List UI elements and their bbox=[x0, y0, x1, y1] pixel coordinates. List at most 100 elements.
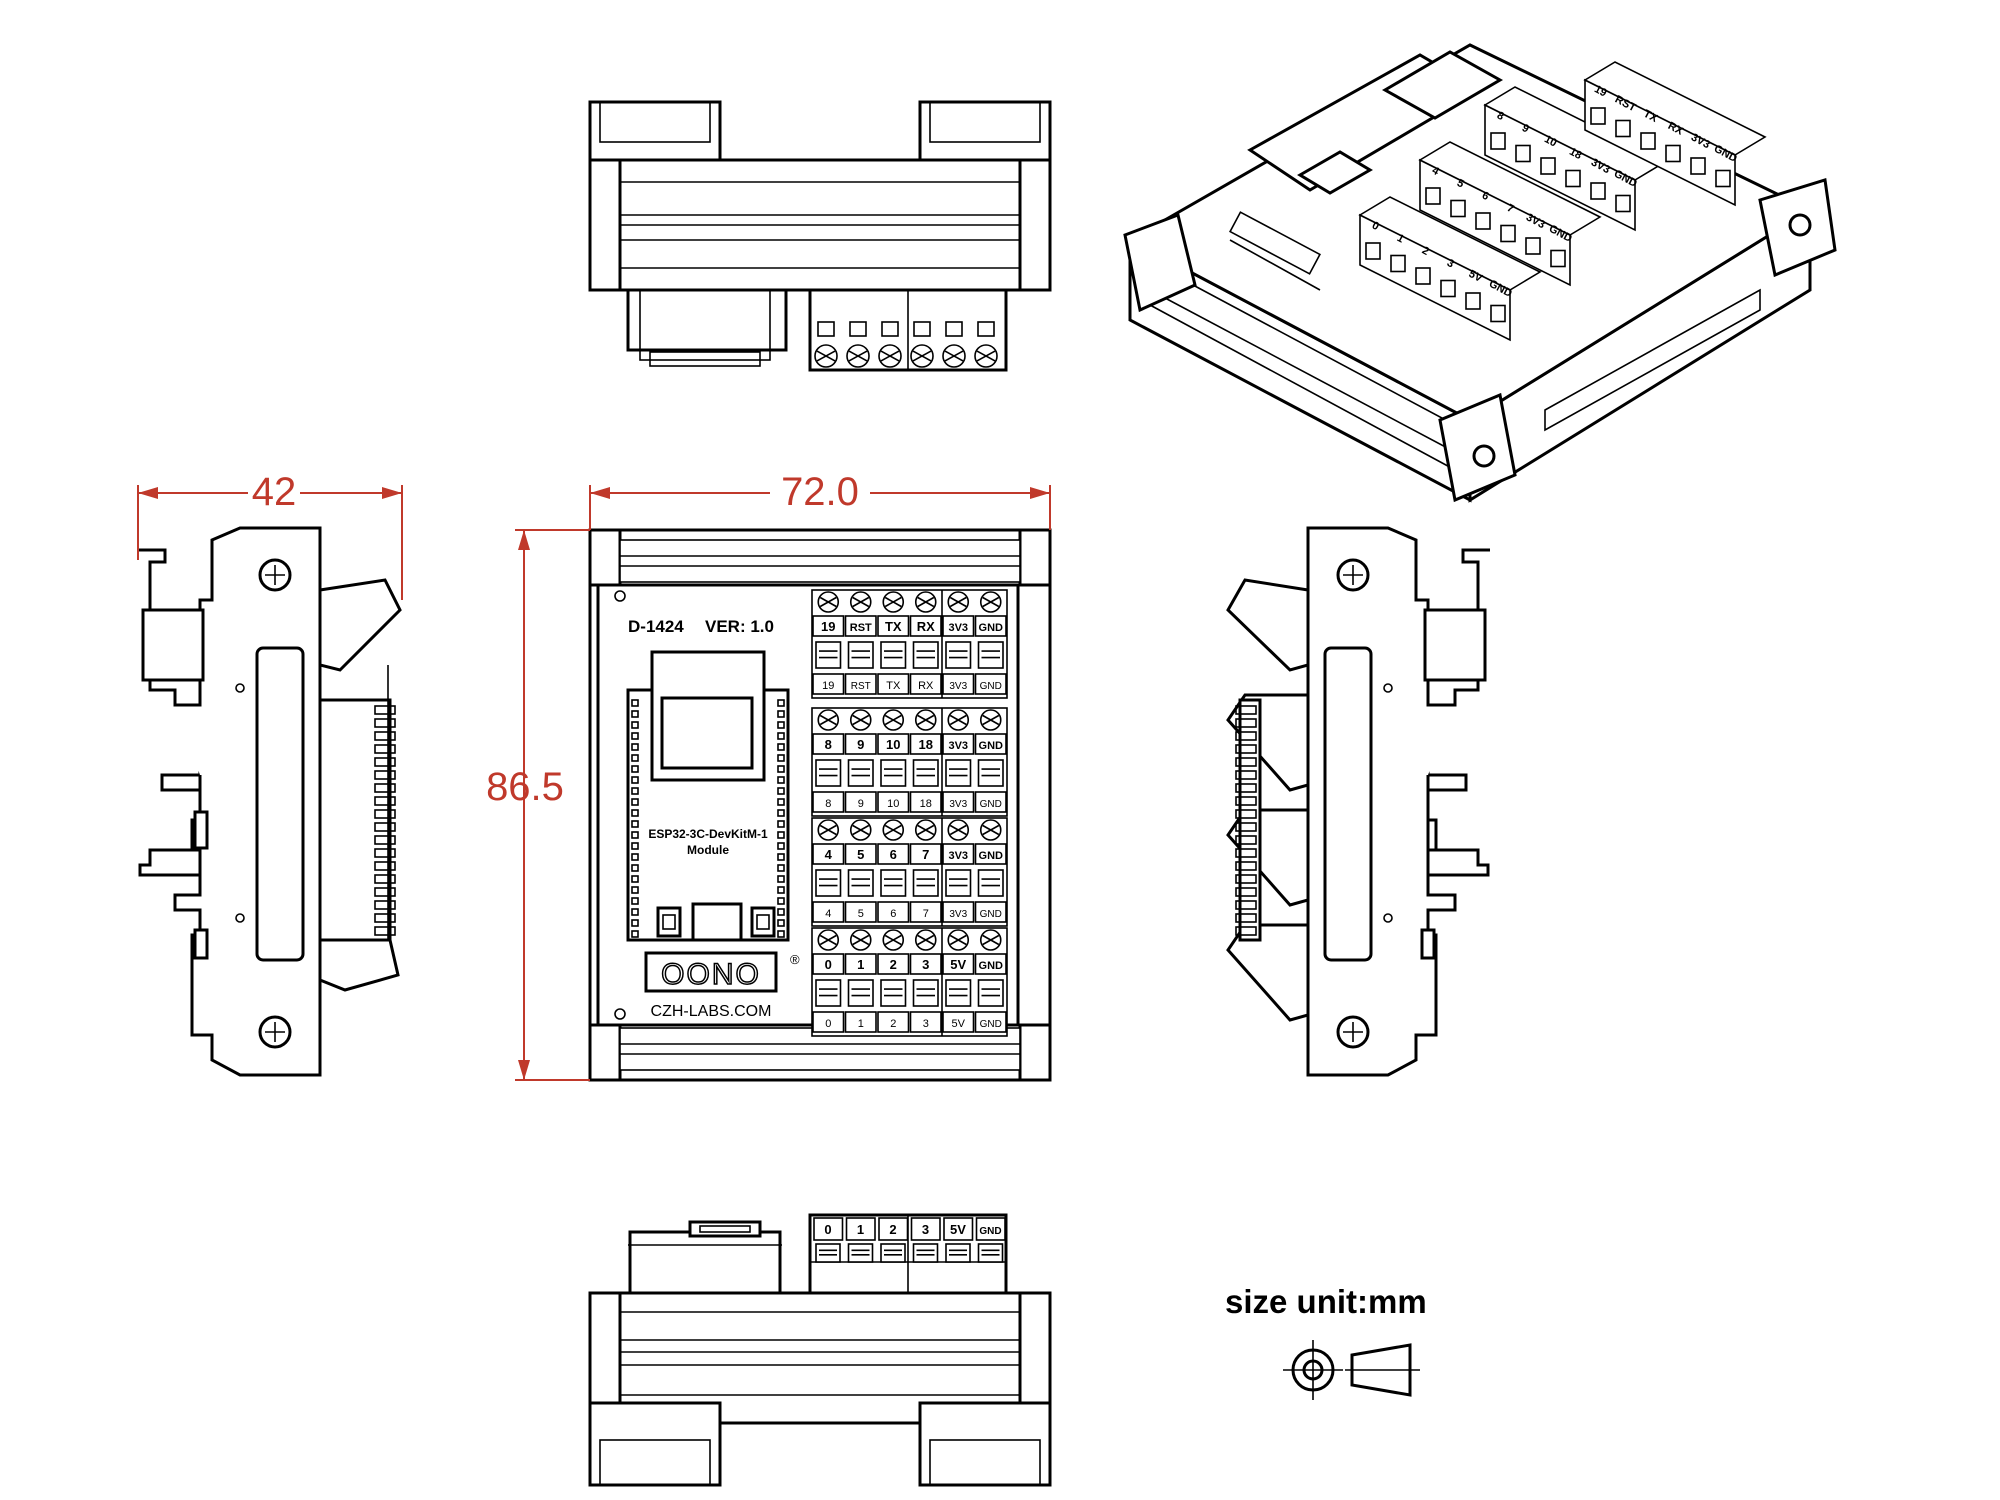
terminal-label-top: 4 bbox=[825, 847, 833, 862]
terminal-label-bottom: 5 bbox=[858, 908, 864, 920]
terminal-label-bottom: 6 bbox=[890, 908, 896, 920]
terminal-label-top: 1 bbox=[857, 957, 864, 972]
wire-entry bbox=[945, 641, 972, 669]
wire-entry bbox=[880, 1243, 906, 1263]
terminal-label-bottom: 18 bbox=[920, 798, 932, 810]
wire-entry bbox=[977, 869, 1004, 897]
wire-entry bbox=[847, 979, 874, 1007]
terminal-label-top: 9 bbox=[857, 737, 864, 752]
terminal-label-bottom: 1 bbox=[858, 1018, 864, 1030]
projection-symbol-icon bbox=[1283, 1340, 1420, 1400]
front-width-dimension: 72.0 bbox=[781, 470, 859, 514]
terminal-label-bottom: 3V3 bbox=[949, 909, 967, 920]
iso-terminal-label: 7 bbox=[1505, 202, 1516, 215]
terminal-label-top: 3V3 bbox=[948, 740, 968, 752]
terminal-label-top: 6 bbox=[890, 847, 897, 862]
iso-terminal-label: 0 bbox=[1370, 220, 1381, 233]
iso-terminal-label: 10 bbox=[1542, 133, 1558, 149]
terminal-label-bottom: 8 bbox=[825, 798, 831, 810]
terminal-label-top: 8 bbox=[825, 737, 832, 752]
terminal-label-top: RST bbox=[850, 622, 872, 634]
terminal-label-bottom: 3V3 bbox=[949, 681, 967, 692]
terminal-label-top: 7 bbox=[922, 847, 929, 862]
top-view bbox=[588, 100, 1052, 372]
terminal-label-top: 3V3 bbox=[948, 622, 968, 634]
terminal-label-top: 3 bbox=[922, 957, 929, 972]
logo-text: OONO bbox=[661, 958, 761, 991]
wire-entry bbox=[847, 1243, 874, 1263]
right-side-view bbox=[1226, 526, 1490, 1077]
terminal-opening bbox=[913, 321, 931, 337]
terminal-label-top: 5 bbox=[857, 847, 864, 862]
terminal-label-bottom: 3 bbox=[923, 1018, 929, 1030]
wire-entry bbox=[847, 641, 874, 669]
terminal-label-top: 3V3 bbox=[948, 850, 968, 862]
logo-registered-mark: ® bbox=[790, 952, 800, 967]
terminal-opening bbox=[945, 321, 963, 337]
iso-terminal-label: 9 bbox=[1520, 122, 1531, 135]
wire-entry bbox=[815, 1243, 841, 1263]
terminal-label-bottom: 9 bbox=[858, 798, 864, 810]
isometric-view: 01235VGND45673V3GND8910183V3GND19RSTTXRX… bbox=[1123, 43, 1837, 503]
wire-entry bbox=[945, 1243, 971, 1263]
bottom-terminal-label: 5V bbox=[950, 1222, 966, 1237]
front-view: D-1424 VER: 1.0 ESP32-3C-DevKitM-1 Modul… bbox=[588, 528, 1052, 1082]
terminal-opening bbox=[977, 321, 995, 337]
terminal-label-top: 19 bbox=[821, 619, 835, 634]
terminal-label-bottom: 0 bbox=[825, 1018, 831, 1030]
size-unit-label: size unit:mm bbox=[1225, 1283, 1427, 1320]
terminal-label-bottom: GND bbox=[980, 1019, 1002, 1030]
oono-logo: OONO ® bbox=[644, 951, 800, 993]
wire-entry bbox=[880, 641, 907, 669]
terminal-label-top: 10 bbox=[886, 737, 900, 752]
terminal-label-bottom: GND bbox=[980, 909, 1002, 920]
module-name-line1: ESP32-3C-DevKitM-1 bbox=[648, 827, 768, 841]
front-terminal-blocks: 1919RSTRSTTXTXRXRX3V33V3GNDGND8899101018… bbox=[811, 589, 1008, 1037]
terminal-label-top: RX bbox=[917, 619, 935, 634]
terminal-label-top: GND bbox=[979, 850, 1004, 862]
iso-terminal-label: 1 bbox=[1395, 232, 1406, 245]
wire-entry bbox=[847, 869, 874, 897]
side-width-dimension: 42 bbox=[252, 470, 297, 514]
wire-entry bbox=[977, 979, 1004, 1007]
terminal-opening bbox=[881, 321, 899, 337]
wire-entry bbox=[815, 759, 842, 787]
board-model-label: D-1424 bbox=[628, 617, 684, 636]
terminal-label-top: 18 bbox=[919, 737, 933, 752]
iso-terminal-label: 2 bbox=[1420, 245, 1431, 258]
terminal-block-body bbox=[811, 707, 1008, 817]
terminal-label-bottom: 5V bbox=[952, 1018, 966, 1030]
terminal-label-bottom: 4 bbox=[825, 908, 831, 920]
wire-entry bbox=[912, 869, 939, 897]
wire-entry bbox=[945, 979, 972, 1007]
wire-entry bbox=[815, 869, 842, 897]
wire-entry bbox=[977, 759, 1004, 787]
iso-terminal-label: 4 bbox=[1430, 165, 1442, 179]
terminal-opening bbox=[849, 321, 867, 337]
terminal-label-top: 5V bbox=[950, 957, 966, 972]
terminal-label-bottom: RST bbox=[851, 681, 871, 692]
front-height-dimension: 86.5 bbox=[486, 765, 564, 809]
terminal-label-bottom: TX bbox=[886, 680, 901, 692]
wire-entry bbox=[815, 641, 842, 669]
terminal-label-top: GND bbox=[979, 740, 1004, 752]
wire-entry bbox=[912, 1243, 939, 1263]
wire-entry bbox=[912, 979, 939, 1007]
iso-terminal-label: 19 bbox=[1592, 83, 1608, 99]
terminal-label-top: 2 bbox=[890, 957, 897, 972]
iso-terminal-label: 8 bbox=[1495, 110, 1506, 123]
terminal-label-bottom: 19 bbox=[822, 680, 834, 692]
wire-entry bbox=[880, 979, 907, 1007]
terminal-label-bottom: 10 bbox=[887, 798, 899, 810]
terminal-label-bottom: RX bbox=[918, 680, 934, 692]
wire-entry bbox=[815, 979, 842, 1007]
terminal-label-top: TX bbox=[885, 619, 902, 634]
iso-terminal-label: 5 bbox=[1455, 177, 1466, 190]
website-label: CZH-LABS.COM bbox=[651, 1003, 772, 1020]
